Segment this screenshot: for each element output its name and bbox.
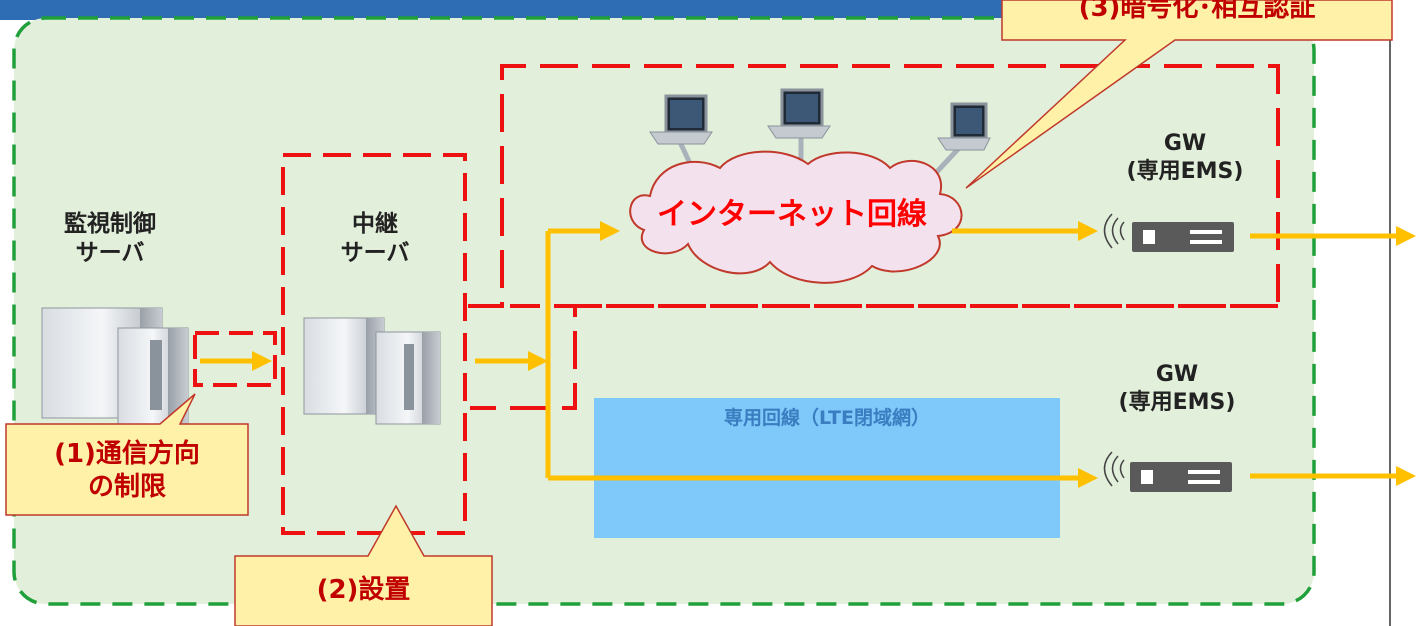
gateway-device-icon <box>1103 213 1234 252</box>
restriction-frame <box>193 331 277 387</box>
callout-3-box <box>965 0 1393 189</box>
internet-cloud <box>629 150 963 284</box>
callout-1-box <box>5 393 249 516</box>
desktop-pc-icon <box>767 88 831 139</box>
wireless-signal-icon <box>1103 451 1125 487</box>
header-bar <box>0 0 1312 20</box>
relay-server-label: 中継 サーバ <box>340 211 410 266</box>
callout-1-text: (1)通信方向 の制限 <box>54 439 200 502</box>
server-tower-icon <box>303 317 441 425</box>
flow-arrows <box>200 228 1398 481</box>
lte-closed-network <box>594 398 1060 538</box>
callout-2-box <box>234 504 493 626</box>
desktop-pc-icon <box>937 102 991 151</box>
gw-top-label: GW (専用EMS) <box>1126 131 1244 184</box>
monitor-server-label: 監視制御 サーバ <box>64 211 156 266</box>
arrow-heads <box>252 221 1416 488</box>
wireless-signal-icon <box>1103 213 1125 249</box>
gw-bottom-label: GW (専用EMS) <box>1118 362 1236 415</box>
lte-line-label: 専用回線（LTE閉域網） <box>724 407 930 429</box>
desktop-pc-icon <box>649 94 713 145</box>
dedicated-line-frame <box>470 304 1278 410</box>
callout-2-text: (2)設置 <box>316 575 411 605</box>
callout-3-text: (3)暗号化･相互認証 <box>1078 0 1316 23</box>
relay-server-frame <box>281 153 467 535</box>
gateway-device-icon <box>1103 451 1232 492</box>
internet-line-label: インターネット回線 <box>657 197 927 232</box>
